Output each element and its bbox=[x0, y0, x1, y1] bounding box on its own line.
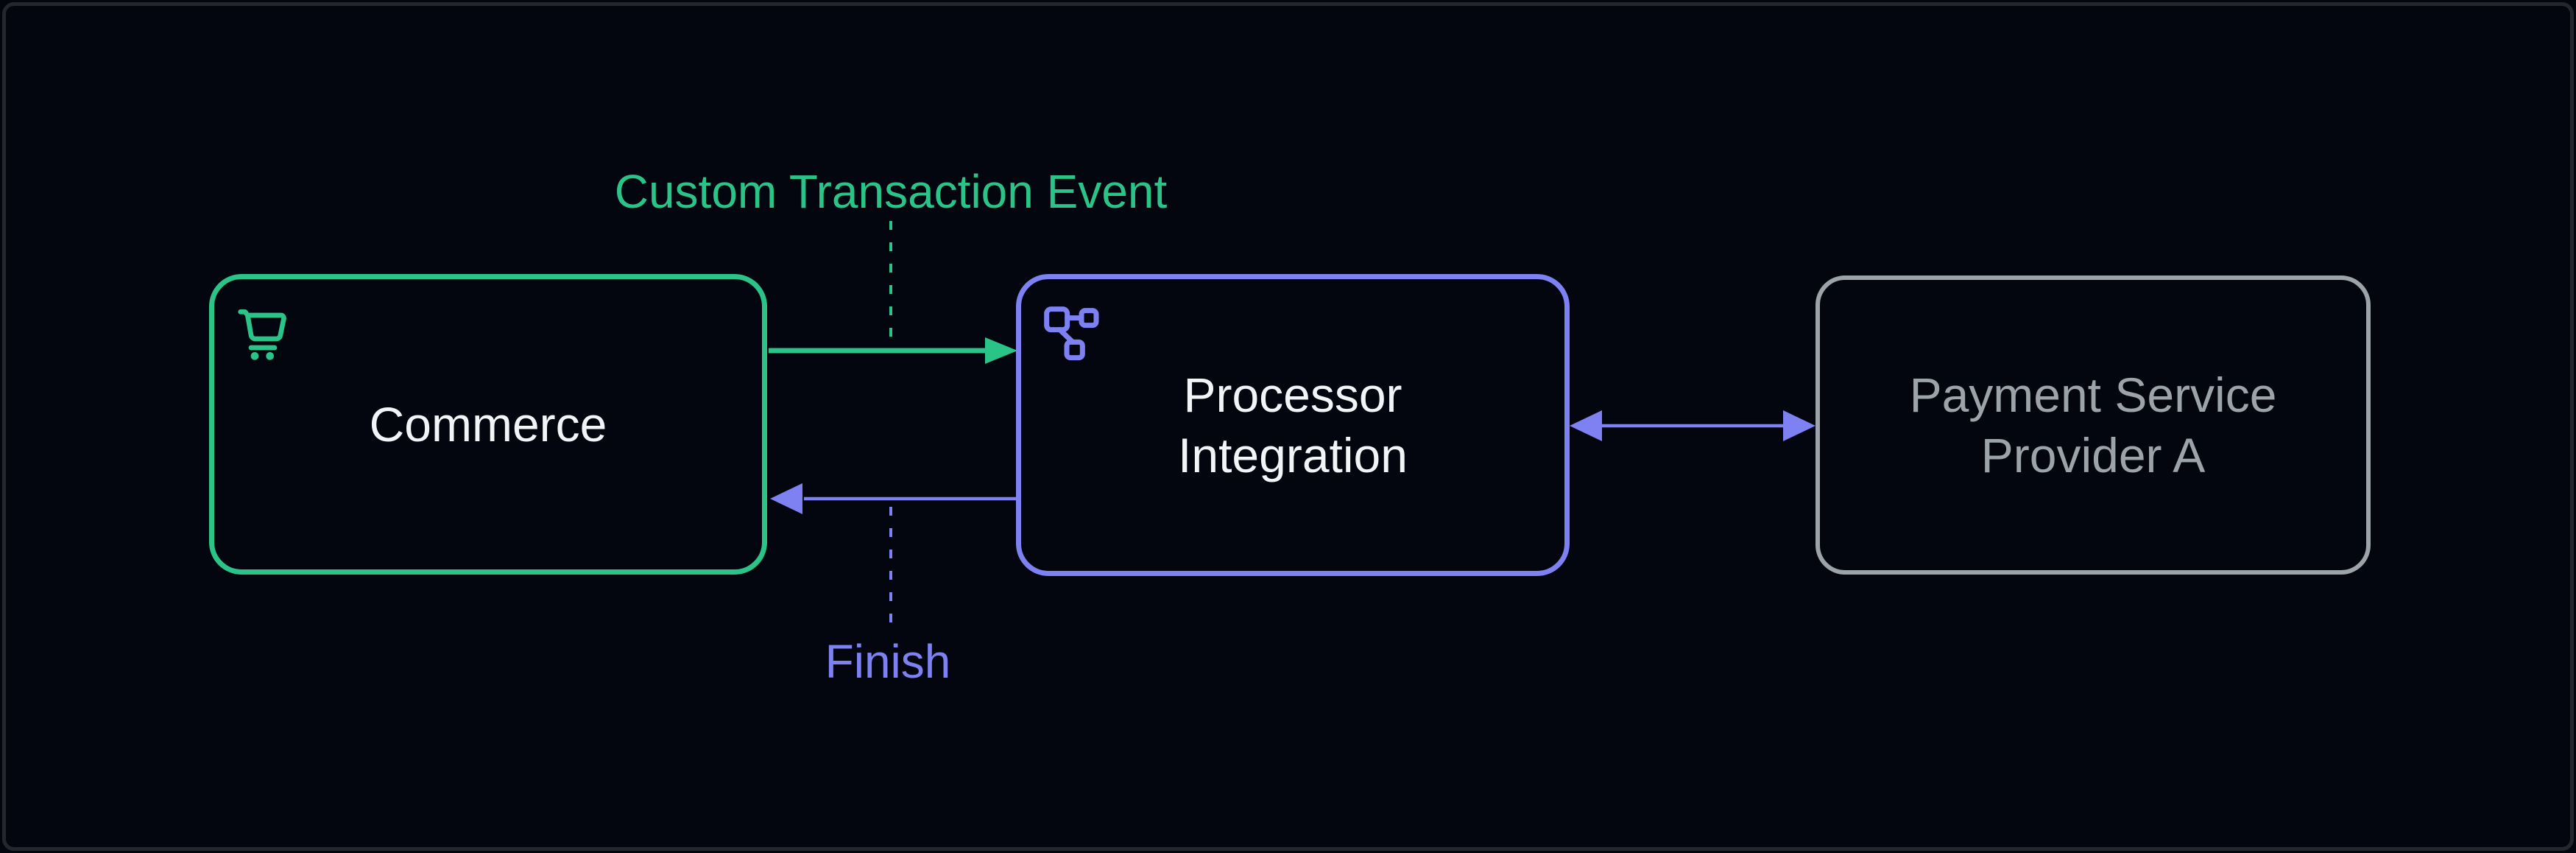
arrowhead-psp-to-processor bbox=[1570, 410, 1602, 441]
workflow-icon bbox=[1044, 306, 1099, 361]
node-label-psp-line2: Provider A bbox=[1980, 428, 2206, 482]
edge-label-custom-transaction-event: Custom Transaction Event bbox=[614, 165, 1168, 218]
arrowhead-processor-to-psp bbox=[1783, 410, 1815, 441]
node-label-psp-line1: Payment Service bbox=[1909, 368, 2277, 422]
node-commerce: Commerce bbox=[209, 274, 767, 575]
arrowhead-commerce-to-processor bbox=[985, 337, 1017, 364]
node-label-processor-line2: Integration bbox=[1178, 428, 1408, 482]
node-label-commerce: Commerce bbox=[369, 397, 607, 452]
shopping-cart-icon bbox=[238, 309, 286, 360]
node-label-processor-line1: Processor bbox=[1183, 368, 1402, 422]
edge-label-finish: Finish bbox=[825, 635, 951, 688]
node-processor-integration: Processor Integration bbox=[1016, 274, 1570, 576]
arrowhead-processor-to-commerce bbox=[770, 483, 802, 514]
node-payment-service-provider-a: Payment Service Provider A bbox=[1815, 275, 2371, 575]
